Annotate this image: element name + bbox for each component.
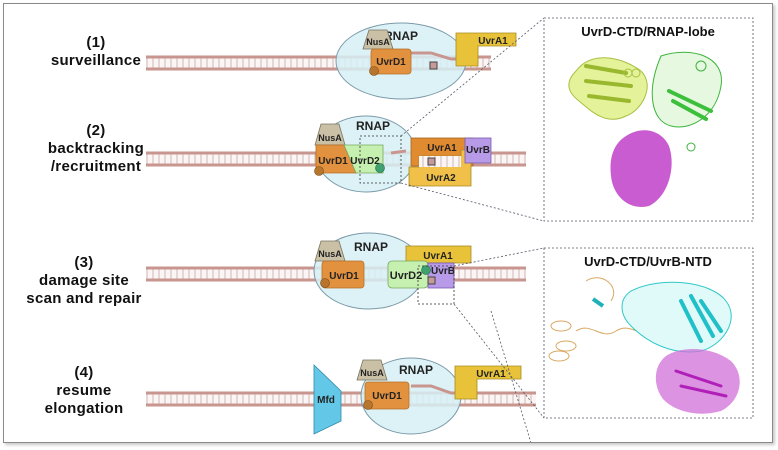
- rnap-label: RNAP: [356, 119, 390, 133]
- rnap-label: RNAP: [399, 363, 433, 377]
- uvrd1-shape: [321, 260, 365, 289]
- dna-lesion-icon: [429, 61, 438, 70]
- stage-2-diagram: RNAP NusA UvrD1 UvrD2 UvrA1 UvrA2 UvrB: [146, 115, 526, 193]
- rnap-lobe-ribbon: [651, 51, 722, 152]
- uvrd-surface-magenta: [610, 130, 672, 207]
- panel-2-title: UvrD-CTD/UvrB-NTD: [584, 254, 712, 269]
- uvra1-shape: [454, 365, 522, 400]
- uvra1-label: UvrA1: [427, 143, 457, 154]
- zoom-region-box: [417, 265, 455, 305]
- stage-3-number: (3): [74, 254, 94, 271]
- stage-2-number: (2): [86, 122, 106, 139]
- uvrd2-shape: [343, 144, 384, 174]
- mfd-label: Mfd: [317, 395, 335, 406]
- zoom-region-box: [359, 135, 402, 184]
- uvrd1-shape: [370, 48, 412, 75]
- stage-4-number: (4): [74, 364, 94, 381]
- uvrd1-label: UvrD1: [372, 391, 402, 402]
- diagram-canvas: RNAP NusA UvrD1 UvrA1 RNAP NusA UvrD1: [146, 17, 754, 442]
- uvrd2-label: UvrD2: [350, 156, 380, 167]
- stage-2-text-line1: backtracking: [47, 140, 145, 157]
- zoom-connectors: [400, 17, 545, 442]
- stage-2-text-line2: /recruitment: [50, 158, 142, 175]
- nusa-label: NusA: [366, 37, 390, 47]
- structure-panel-1: UvrD-CTD/RNAP-lobe: [543, 17, 754, 222]
- figure-frame: (1) surveillance (2) backtracking /recru…: [3, 3, 773, 443]
- stage-4-text-line2: elongation: [44, 400, 124, 417]
- uvra1-label: UvrA1: [423, 251, 453, 262]
- uvrb-label: UvrB: [466, 145, 490, 156]
- uvrd1-domain-dot: [369, 66, 379, 76]
- uvrd2-domain-dot: [421, 265, 431, 275]
- uvrd1-domain-dot: [320, 278, 330, 288]
- stage-3-label: (3) damage site scan and repair: [14, 254, 154, 308]
- stage-3-text-line2: scan and repair: [26, 290, 142, 307]
- uvrd-ctd-ribbon: [568, 57, 648, 120]
- mfd-shape: [313, 364, 342, 435]
- uvra2-label: UvrA2: [426, 173, 456, 184]
- uvra1-shape: [455, 32, 517, 67]
- uvrb-surface-magenta: [655, 349, 740, 414]
- uvrd1-domain-dot: [363, 400, 373, 410]
- stage-1-diagram: RNAP NusA UvrD1 UvrA1: [146, 22, 517, 100]
- stage-3-diagram: RNAP NusA UvrD1 UvrA1 UvrD2 UvrB: [146, 232, 526, 310]
- panel-1-title: UvrD-CTD/RNAP-lobe: [581, 24, 715, 39]
- uvrd1-domain-dot: [314, 166, 324, 176]
- dna-lesion-icon: [427, 276, 436, 285]
- uvrd1-label: UvrD1: [318, 156, 348, 167]
- nusa-label: NusA: [318, 133, 342, 143]
- uvra1-label: UvrA1: [476, 369, 506, 380]
- uvrd2-label: UvrD2: [390, 270, 422, 282]
- uvrd2-domain-dot: [375, 163, 385, 173]
- structure-panel-2: UvrD-CTD/UvrB-NTD: [543, 247, 754, 419]
- uvrb-ntd-ribbon: [591, 281, 732, 353]
- rnap-label: RNAP: [354, 240, 388, 254]
- stage-1-number: (1): [86, 34, 106, 51]
- nusa-label: NusA: [360, 368, 384, 378]
- stage-1-text: surveillance: [50, 52, 142, 69]
- uvrd1-shape: [364, 381, 410, 410]
- uvrd1-label: UvrD1: [376, 57, 406, 68]
- uvrd1-label: UvrD1: [329, 271, 359, 282]
- stage-1-label: (1) surveillance: [26, 34, 166, 70]
- stage-4-text-line1: resume: [56, 382, 112, 399]
- uvra1-label: UvrA1: [478, 36, 508, 47]
- rnap-label: RNAP: [384, 29, 418, 43]
- dna-lesion-icon: [427, 157, 436, 166]
- uvrb-label: UvrB: [431, 266, 455, 277]
- nusa-shape: [356, 359, 388, 381]
- uvrb-shape: [464, 137, 492, 164]
- stage-4-diagram: RNAP Mfd NusA UvrD1 UvrA1: [146, 357, 536, 435]
- nusa-label: NusA: [318, 249, 342, 259]
- stage-2-label: (2) backtracking /recruitment: [26, 122, 166, 176]
- stage-3-text-line1: damage site: [38, 272, 129, 289]
- stage-4-label: (4) resume elongation: [14, 364, 154, 418]
